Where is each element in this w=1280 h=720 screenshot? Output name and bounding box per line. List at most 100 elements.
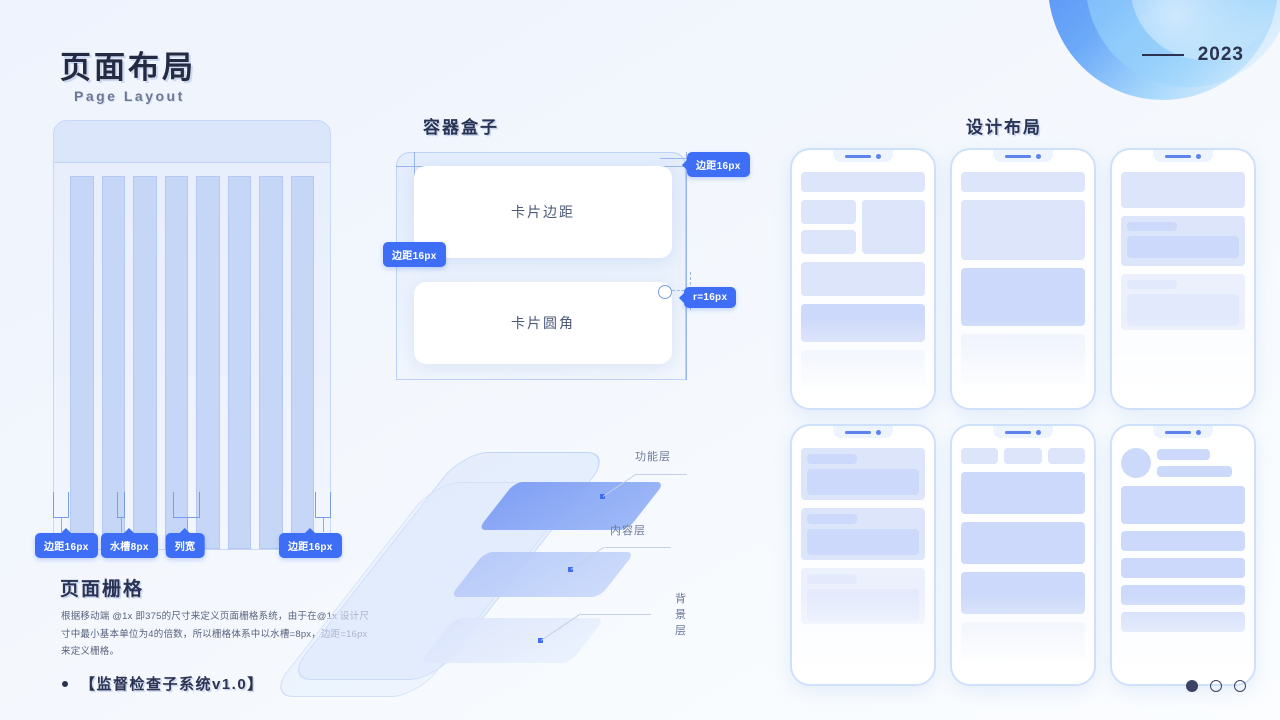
wireframe-tab: [1004, 448, 1042, 464]
grid-column: [290, 176, 314, 549]
year-dash-icon: [1141, 54, 1184, 56]
badge-leader-line: [323, 518, 324, 532]
speaker-icon: [1165, 430, 1191, 434]
badge-leader-line: [187, 518, 188, 532]
container-guide-right: [686, 152, 687, 380]
pagination-dot-2[interactable]: [1210, 680, 1222, 692]
wireframe-card: [801, 448, 925, 500]
phone-notch: [993, 150, 1053, 162]
wireframe-block: [961, 334, 1085, 384]
section-title-design-layout: 设计布局: [966, 118, 1042, 137]
wireframe-card: [1121, 274, 1245, 330]
wireframe-label: [1127, 280, 1178, 289]
wireframe-block: [1127, 294, 1239, 326]
section-title-container-box: 容器盒子: [423, 118, 499, 137]
measure-bracket-column-width: [173, 492, 200, 518]
wireframe-label: [807, 574, 858, 584]
phone-notch: [833, 426, 893, 438]
phone-screen: [1121, 448, 1245, 676]
wireframe-block: [1127, 236, 1239, 258]
phone-mockup[interactable]: [1110, 424, 1256, 686]
wireframe-block: [961, 172, 1085, 192]
footer: 【监督检查子系统v1.0】: [62, 673, 264, 694]
layer-diagram: 功能层 内容层 背景层: [267, 440, 687, 700]
phone-mockup[interactable]: [790, 148, 936, 410]
wireframe-block: [807, 469, 919, 495]
badge-card-radius[interactable]: r=16px: [678, 287, 737, 308]
card-radius-label: 卡片圆角: [511, 315, 575, 331]
phone-screen: [961, 448, 1085, 676]
wireframe-block: [961, 472, 1085, 514]
measure-bracket-margin-right: [315, 492, 331, 518]
page-subtitle: Page Layout: [74, 88, 185, 104]
phone-screen: [1121, 172, 1245, 400]
grid-columns: [70, 176, 314, 549]
wireframe-block: [801, 230, 856, 254]
wireframe-block: [801, 304, 925, 342]
phone-screen: [801, 448, 925, 676]
wireframe-label: [807, 514, 858, 524]
wireframe-label: [807, 454, 858, 464]
phone-mockup[interactable]: [1110, 148, 1256, 410]
camera-icon: [1196, 153, 1201, 159]
phone-mockup[interactable]: [790, 424, 936, 686]
badge-gutter[interactable]: 水槽8px: [101, 528, 158, 558]
wireframe-card: [1121, 216, 1245, 266]
badge-connector: [660, 158, 686, 159]
phone-mockup[interactable]: [950, 148, 1096, 410]
camera-icon: [876, 153, 881, 159]
list-item: [1121, 558, 1245, 578]
card-radius-demo: 卡片圆角: [414, 282, 672, 364]
wireframe-tab: [1047, 448, 1085, 464]
wireframe-label: [1157, 466, 1232, 477]
list-item: [1121, 531, 1245, 551]
phone-mockup[interactable]: [950, 424, 1096, 686]
grid-column: [227, 176, 251, 549]
layer-label-content: 内容层: [610, 525, 646, 537]
grid-panel-topbar: [54, 121, 330, 163]
badge-card-padding-top[interactable]: 边距16px: [682, 152, 750, 177]
wireframe-tab: [961, 448, 999, 464]
phone-mockups: [790, 148, 1256, 686]
badge-leader-line: [121, 518, 122, 532]
grid-column: [133, 176, 157, 549]
list-item: [1121, 612, 1245, 632]
wireframe-block: [861, 200, 925, 254]
pagination[interactable]: [1186, 680, 1246, 692]
wireframe-block: [961, 572, 1085, 614]
wireframe-block: [801, 200, 856, 224]
badge-margin-right[interactable]: 边距16px: [279, 528, 342, 558]
corner-radius-indicator: [658, 285, 672, 299]
speaker-icon: [1165, 154, 1191, 158]
wireframe-block: [801, 350, 925, 386]
speaker-icon: [1005, 430, 1031, 434]
phone-notch: [833, 150, 893, 162]
badge-column-width[interactable]: 列宽: [165, 528, 205, 558]
layer-anchor-dot: [600, 494, 605, 499]
phone-notch: [1153, 150, 1213, 162]
grid-column: [70, 176, 94, 549]
page-grid-description: 根据移动端 @1x 即375的尺寸来定义页面栅格系统，由于在@1x 设计尺寸中最…: [61, 611, 370, 658]
pagination-dot-3[interactable]: [1234, 680, 1246, 692]
list-item: [1121, 585, 1245, 605]
footer-title: 【监督检查子系统v1.0】: [80, 676, 264, 693]
camera-icon: [1036, 429, 1041, 435]
pagination-dot-1[interactable]: [1186, 680, 1198, 692]
layer-leader-line: [581, 614, 651, 615]
wireframe-block: [807, 529, 919, 555]
speaker-icon: [1005, 154, 1031, 158]
card-padding-label: 卡片边距: [511, 204, 575, 220]
badge-card-padding-left[interactable]: 边距16px: [383, 242, 446, 267]
year-text: 2023: [1197, 44, 1244, 65]
page-title: 页面布局: [60, 50, 196, 85]
section-title-page-grid: 页面栅格: [60, 579, 145, 600]
layer-anchor-dot: [538, 638, 543, 643]
wireframe-block: [961, 200, 1085, 260]
radius-guide-h: [672, 290, 694, 291]
wireframe-block: [807, 589, 919, 621]
avatar: [1121, 448, 1151, 478]
wireframe-block: [801, 172, 925, 192]
badge-margin-left[interactable]: 边距16px: [35, 528, 98, 558]
layer-label-background: 背景层: [675, 593, 687, 637]
measure-bracket-gutter: [117, 492, 125, 518]
